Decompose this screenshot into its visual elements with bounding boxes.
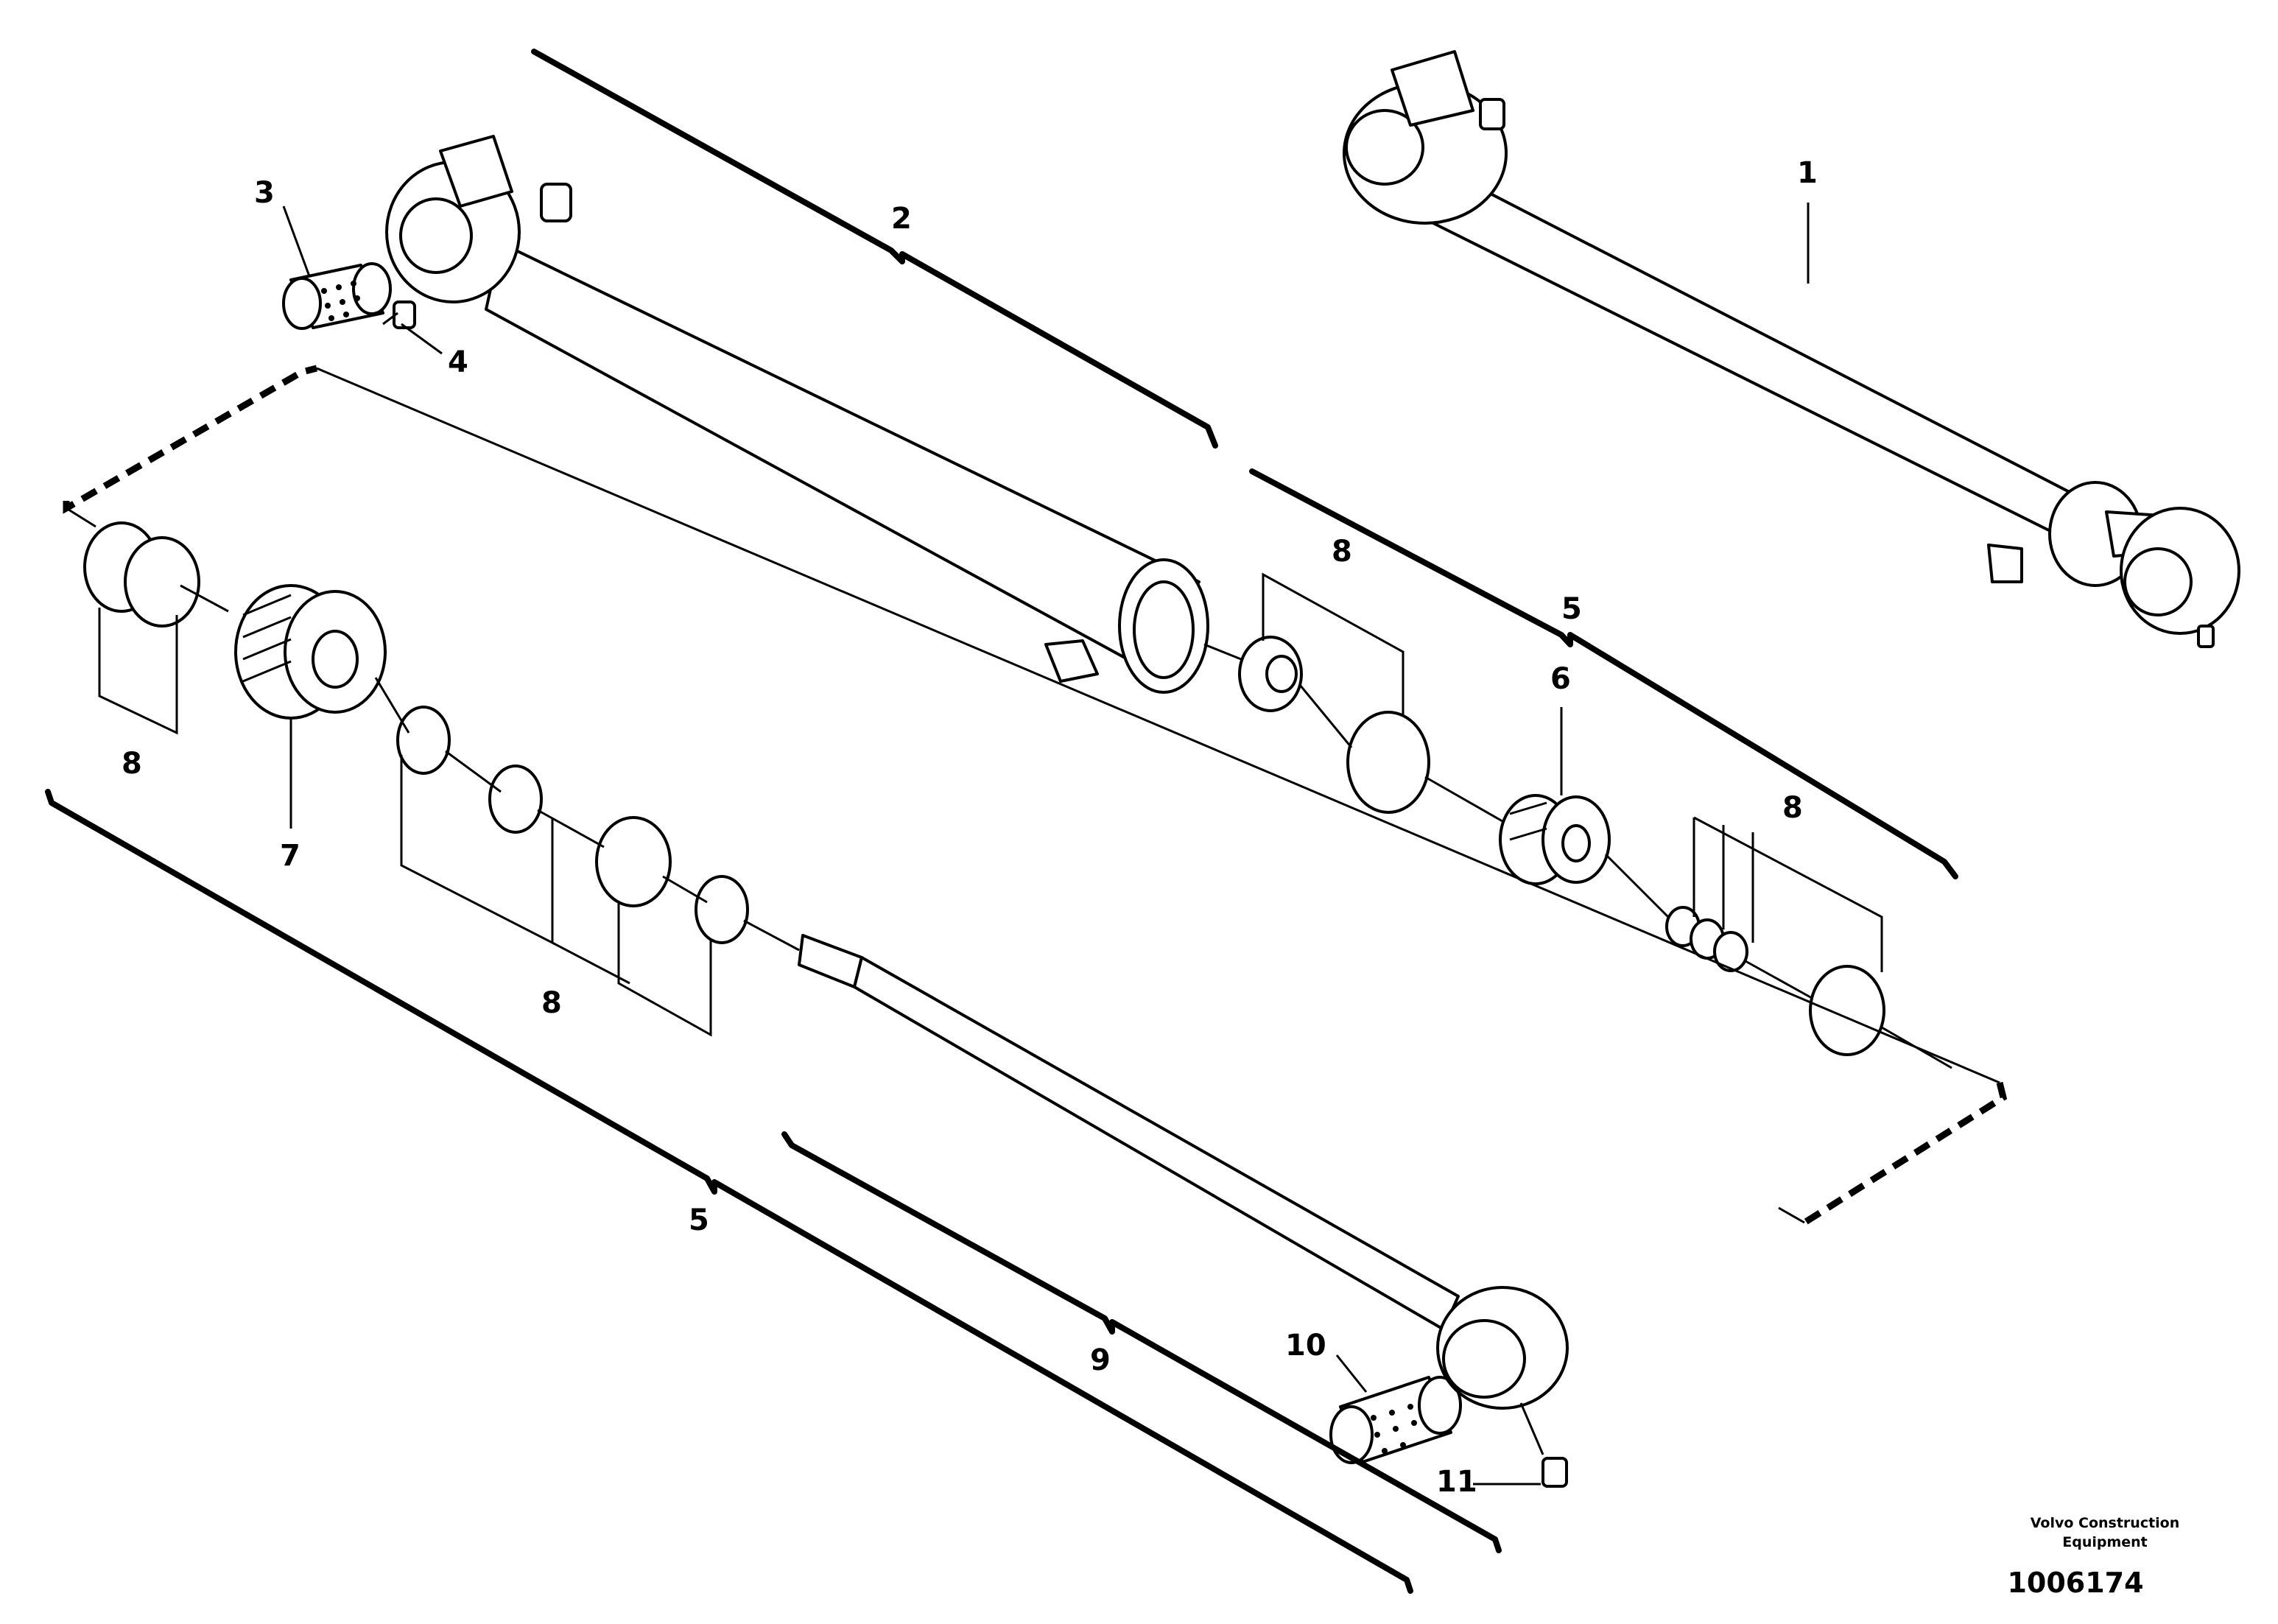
seal-kit bbox=[83, 521, 1885, 1056]
callout-8-rings-right: 8 bbox=[1782, 791, 1803, 825]
cylinder-tube bbox=[385, 135, 1209, 694]
callout-5-left: 5 bbox=[689, 1203, 709, 1237]
callout-4: 4 bbox=[448, 345, 468, 379]
callout-10: 10 bbox=[1285, 1329, 1326, 1363]
document-number: 1006174 bbox=[2007, 1567, 2143, 1599]
callout-8-seals: 8 bbox=[541, 986, 562, 1020]
callout-6: 6 bbox=[1550, 662, 1571, 696]
grease-nipple-top bbox=[393, 300, 416, 329]
callout-8-rings-left: 8 bbox=[122, 747, 142, 781]
callout-labels: 1 2 3 4 5 5 6 7 8 8 8 8 9 10 11 bbox=[122, 156, 1818, 1499]
callout-9: 9 bbox=[1090, 1343, 1111, 1377]
brand-line-1: Volvo Construction bbox=[2031, 1515, 2180, 1531]
footer: Volvo Construction Equipment 1006174 bbox=[2007, 1515, 2179, 1599]
bracket-5-right bbox=[1249, 468, 1958, 879]
callout-3: 3 bbox=[254, 176, 275, 210]
callout-1: 1 bbox=[1797, 156, 1818, 190]
assembled-cylinder bbox=[1343, 50, 2240, 648]
seal-kit-enclosure bbox=[63, 365, 2008, 1226]
piston-nut bbox=[1238, 636, 1303, 712]
bushing-top bbox=[282, 262, 392, 330]
piston bbox=[1499, 794, 1611, 885]
callout-2: 2 bbox=[891, 202, 912, 236]
axis-lines bbox=[180, 312, 2000, 1084]
brand-line-2: Equipment bbox=[2062, 1534, 2148, 1550]
bracket-5-left bbox=[45, 789, 1413, 1594]
callout-5-right: 5 bbox=[1561, 592, 1582, 626]
cylinder-head bbox=[234, 584, 387, 720]
piston-rod bbox=[798, 934, 1569, 1410]
bushing-bottom bbox=[1329, 1376, 1462, 1464]
grease-nipple-bottom bbox=[1541, 1457, 1568, 1488]
bracket-9 bbox=[781, 1131, 1502, 1553]
leader-lines bbox=[98, 203, 1883, 1486]
callout-7: 7 bbox=[280, 839, 300, 873]
callout-8-nut: 8 bbox=[1332, 535, 1352, 569]
bracket-2 bbox=[531, 49, 1218, 449]
callout-11: 11 bbox=[1436, 1465, 1477, 1499]
